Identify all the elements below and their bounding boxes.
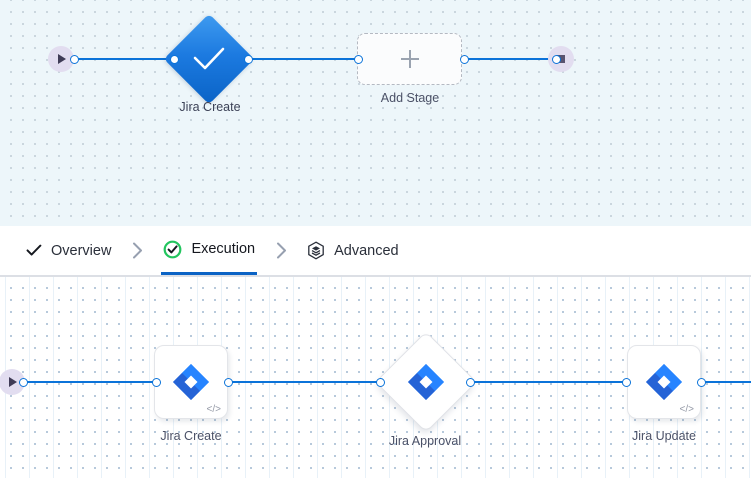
tab-overview[interactable]: Overview	[24, 226, 113, 275]
edge-add-stage-to-end	[464, 58, 556, 60]
port-jira-create-out[interactable]	[244, 54, 253, 64]
tab-advanced-label: Advanced	[334, 242, 399, 259]
hexagon-layers-icon	[307, 241, 325, 260]
port-exec-start-out[interactable]	[19, 377, 28, 387]
add-stage-button[interactable]	[357, 33, 462, 85]
port-start-out[interactable]	[70, 54, 79, 64]
port-jira-create-exec-in[interactable]	[152, 377, 161, 387]
execution-steps-canvas[interactable]: </> Jira Create Jira Approval	[0, 277, 751, 478]
check-circle-icon	[163, 240, 182, 259]
jira-icon	[628, 346, 700, 418]
node-label-jira-update: Jira Update	[632, 429, 696, 443]
node-jira-update[interactable]: </>	[627, 345, 701, 419]
port-end-in[interactable]	[552, 54, 561, 64]
port-jira-update-in[interactable]	[622, 377, 631, 387]
play-icon	[9, 377, 17, 387]
node-jira-approval[interactable]	[375, 331, 477, 433]
port-jira-create-in[interactable]	[170, 54, 179, 64]
tab-advanced[interactable]: Advanced	[305, 226, 401, 275]
chevron-right-icon	[113, 242, 161, 259]
chevron-right-icon-2	[257, 242, 305, 259]
jira-icon	[155, 346, 227, 418]
port-jira-update-out[interactable]	[697, 377, 706, 387]
tab-overview-label: Overview	[51, 242, 112, 259]
port-jira-approval-in[interactable]	[376, 377, 385, 387]
node-label-jira-create: Jira Create	[179, 100, 241, 114]
node-label-jira-approval: Jira Approval	[388, 434, 462, 448]
tab-execution[interactable]: Execution	[161, 226, 258, 275]
pipeline-overview-canvas[interactable]: Jira Create Add Stage	[0, 0, 751, 226]
stop-icon	[557, 55, 565, 63]
edge-start-to-jira-create-exec	[22, 381, 156, 383]
port-jira-approval-out[interactable]	[466, 377, 475, 387]
pipeline-start-node[interactable]	[48, 46, 74, 72]
code-badge: </>	[206, 404, 221, 415]
edge-jira-create-to-approval	[228, 381, 380, 383]
node-jira-create[interactable]: </>	[154, 345, 228, 419]
play-icon	[58, 54, 66, 64]
port-add-stage-in[interactable]	[354, 54, 363, 64]
port-jira-create-exec-out[interactable]	[224, 377, 233, 387]
edge-jira-update-out	[700, 381, 751, 383]
code-badge: </>	[679, 404, 694, 415]
node-label-jira-create-exec: Jira Create	[160, 429, 222, 443]
check-icon	[26, 244, 42, 257]
edge-jira-create-to-add-stage	[248, 58, 358, 60]
port-add-stage-out[interactable]	[460, 54, 469, 64]
edge-approval-to-jira-update	[470, 381, 626, 383]
edge-start-to-jira-create	[74, 58, 174, 60]
pipeline-step-tabs: Overview Execution	[0, 226, 751, 277]
plus-icon	[400, 50, 419, 68]
tab-execution-label: Execution	[191, 241, 256, 257]
node-label-add-stage: Add Stage	[380, 91, 440, 105]
